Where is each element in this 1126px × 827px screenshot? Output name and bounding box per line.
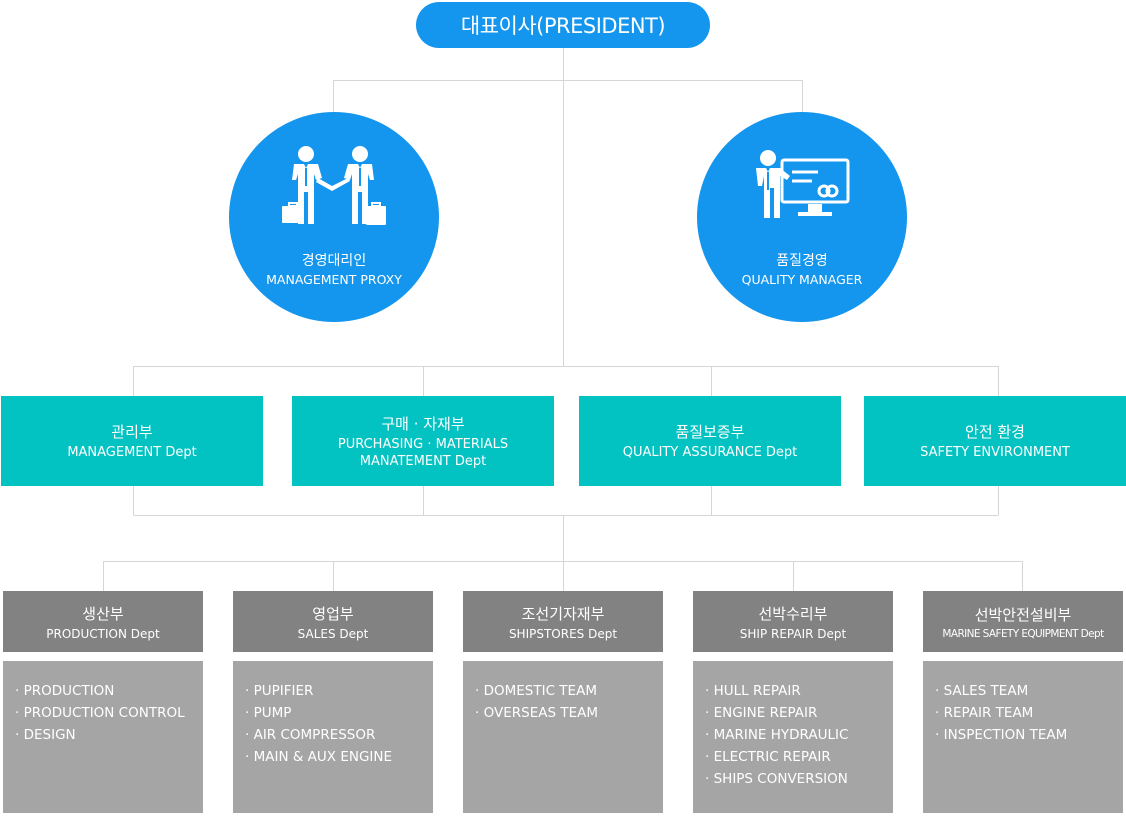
team-list-shipstores: DOMESTIC TEAM OVERSEAS TEAM (463, 661, 663, 813)
list-item: PUMP (245, 702, 433, 724)
team-list-marine-safety: SALES TEAM REPAIR TEAM INSPECTION TEAM (923, 661, 1123, 813)
proxy-title-ko: 경영대리인 (301, 253, 367, 269)
dept-title-en: MANAGEMENT Dept (67, 445, 197, 460)
list-item: OVERSEAS TEAM (475, 702, 663, 724)
team-list-ship-repair: HULL REPAIR ENGINE REPAIR MARINE HYDRAUL… (693, 661, 893, 813)
list-item: PRODUCTION CONTROL (15, 702, 203, 724)
handshake-icon (282, 146, 386, 225)
quality-title-ko: 품질경영 (776, 253, 828, 269)
dept-safety-environment: 안전 환경 SAFETY ENVIRONMENT (864, 396, 1126, 486)
president-node: 대표이사(PRESIDENT) (416, 2, 710, 48)
list-item: MAIN & AUX ENGINE (245, 746, 433, 768)
dept-title-ko: 품질보증부 (675, 423, 745, 441)
team-title-en: SHIPSTORES Dept (508, 626, 618, 641)
team-title-en: MARINE SAFETY EQUIPMENT Dept (942, 627, 1104, 640)
dept-title-en: PURCHASING · MATERIALS (337, 436, 509, 452)
team-header-production: 생산부 PRODUCTION Dept (3, 591, 203, 652)
dept-quality-assurance: 품질보증부 QUALITY ASSURANCE Dept (579, 396, 841, 486)
list-item: PRODUCTION (15, 680, 203, 702)
president-label: 대표이사(PRESIDENT) (460, 14, 666, 38)
quality-title-en: QUALITY MANAGER (741, 272, 863, 287)
team-header-marine-safety: 선박안전설비부 MARINE SAFETY EQUIPMENT Dept (923, 591, 1123, 652)
proxy-title-en: MANAGEMENT PROXY (266, 272, 402, 287)
list-item: PUPIFIER (245, 680, 433, 702)
team-title-en: SHIP REPAIR Dept (739, 626, 847, 641)
list-item: ELECTRIC REPAIR (705, 746, 893, 768)
list-item: SHIPS CONVERSION (705, 768, 893, 790)
team-title-ko: 선박안전설비부 (974, 605, 1072, 624)
team-header-sales: 영업부 SALES Dept (233, 591, 433, 652)
team-list-sales: PUPIFIER PUMP AIR COMPRESSOR MAIN & AUX … (233, 661, 433, 813)
list-item: HULL REPAIR (705, 680, 893, 702)
team-header-ship-repair: 선박수리부 SHIP REPAIR Dept (693, 591, 893, 652)
dept-title-ko: 안전 환경 (965, 423, 1025, 441)
team-title-en: SALES Dept (297, 626, 369, 641)
team-title-ko: 조선기자재부 (521, 604, 605, 623)
team-title-ko: 영업부 (312, 604, 354, 623)
list-item: REPAIR TEAM (935, 702, 1123, 724)
dept-title-en: SAFETY ENVIRONMENT (920, 445, 1070, 460)
dept-title-ko: 관리부 (111, 423, 153, 441)
team-title-en: PRODUCTION Dept (46, 626, 160, 641)
list-item: ENGINE REPAIR (705, 702, 893, 724)
team-list-production: PRODUCTION PRODUCTION CONTROL DESIGN (3, 661, 203, 813)
monitor-presenter-icon (756, 150, 850, 218)
dept-title-en-line2: MANATEMENT Dept (359, 453, 487, 469)
list-item: INSPECTION TEAM (935, 724, 1123, 746)
team-title-ko: 생산부 (82, 604, 124, 623)
team-header-shipstores: 조선기자재부 SHIPSTORES Dept (463, 591, 663, 652)
dept-management: 관리부 MANAGEMENT Dept (1, 396, 263, 486)
dept-title-en: QUALITY ASSURANCE Dept (622, 445, 798, 460)
management-proxy-node: 경영대리인 MANAGEMENT PROXY (229, 112, 439, 322)
list-item: MARINE HYDRAULIC (705, 724, 893, 746)
list-item: DESIGN (15, 724, 203, 746)
dept-title-ko: 구매 · 자재부 (381, 414, 465, 433)
quality-manager-node: 품질경영 QUALITY MANAGER (697, 112, 907, 322)
list-item: AIR COMPRESSOR (245, 724, 433, 746)
list-item: SALES TEAM (935, 680, 1123, 702)
list-item: DOMESTIC TEAM (475, 680, 663, 702)
team-title-ko: 선박수리부 (758, 604, 828, 623)
dept-purchasing: 구매 · 자재부 PURCHASING · MATERIALS MANATEME… (292, 396, 554, 486)
